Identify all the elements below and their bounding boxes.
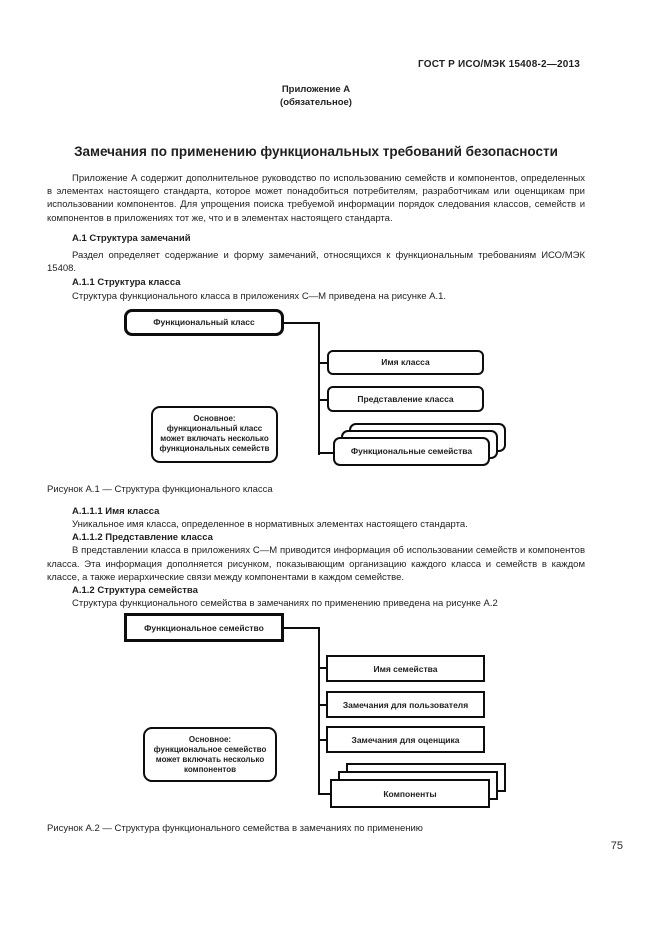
paragraph-a112: В представлении класса в приложениях С—М… [47,545,585,583]
paragraph-a12: Структура функционального семейства в за… [72,598,498,610]
functional-families-box: Функциональные семейства [333,436,490,466]
figure-a1-diagram: Функциональный класс Имя класса Представ… [47,303,585,478]
note-label: Основное: [193,414,236,424]
note-text: функциональное семейство может включать … [153,744,267,774]
user-notes-box: Замечания для пользователя [326,691,485,719]
annex-heading: Приложение А (обязательное) [47,83,585,109]
connector-line [318,398,328,401]
heading-a112: А.1.1.2 Представление класса [72,532,213,544]
note-label: Основное: [188,734,232,744]
evaluator-notes-box: Замечания для оценщика [326,726,485,754]
figure-a2-diagram: Функциональное семейство Имя семейства З… [47,610,585,815]
paragraph-a1: Раздел определяет содержание и форму зам… [47,250,585,275]
connector-line [318,321,320,455]
family-name-box: Имя семейства [326,655,485,683]
components-box: Компоненты [330,779,490,809]
figure-a1-note-box: Основное: функциональный класс может вкл… [151,405,278,463]
functional-class-box: Функциональный класс [124,308,284,336]
annex-title: Приложение А [281,84,351,95]
connector-line [284,627,318,630]
document-body: Приложение А содержит дополнительное рук… [47,172,585,835]
heading-a11: А.1.1 Структура класса [72,277,181,289]
paragraph-a111: Уникальное имя класса, определенное в но… [72,519,468,531]
page-title: Замечания по применению функциональных т… [74,144,558,159]
standard-number-header: ГОСТ Р ИСО/МЭК 15408-2—2013 [417,59,580,70]
figure-a2-caption: Рисунок А.2 — Структура функционального … [47,823,423,835]
heading-a111: А.1.1.1 Имя класса [72,505,160,517]
class-name-box: Имя класса [327,349,484,375]
connector-line [318,667,327,670]
page-number: 75 [610,840,623,852]
figure-a2-note-box: Основное: функциональное семейство может… [143,727,277,783]
connector-line [318,451,335,454]
connector-line [318,627,320,796]
figure-a1-caption: Рисунок А.1 — Структура функционального … [47,483,273,495]
heading-a12: А.1.2 Структура семейства [72,585,198,597]
connector-line [318,704,327,707]
paragraph-a11: Структура функционального класса в прило… [72,290,447,302]
annex-kind: (обязательное) [280,97,352,108]
connector-line [318,361,328,364]
heading-a1: А.1 Структура замечаний [72,232,191,244]
connector-line [318,739,327,742]
connector-line [284,321,318,324]
note-text: функциональный класс может включать неск… [159,424,270,454]
functional-family-box: Функциональное семейство [124,613,284,643]
intro-paragraph: Приложение А содержит дополнительное рук… [47,173,585,224]
class-presentation-box: Представление класса [327,385,484,412]
connector-line [318,793,331,796]
